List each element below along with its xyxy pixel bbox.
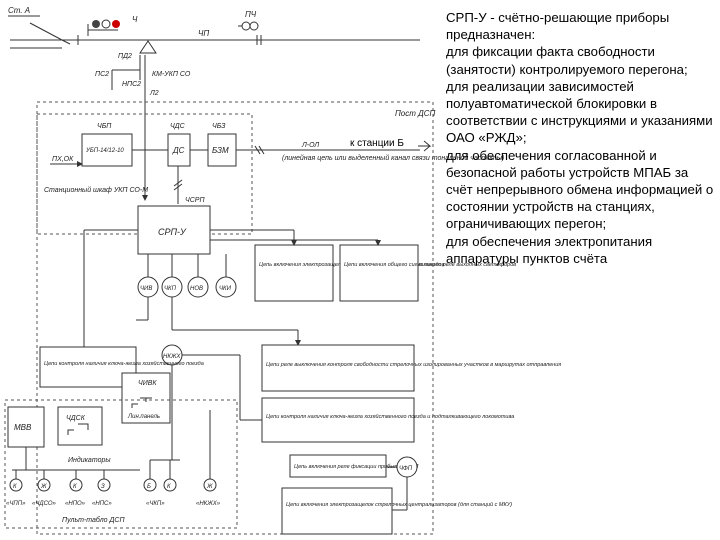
key-presence-box: [261, 397, 415, 443]
lamp-letter: К: [13, 484, 17, 490]
exclusion-circuit-label: Цепи реле выключения контроля свободност…: [266, 362, 561, 368]
chdsk-box: [57, 406, 103, 446]
ps2-label: ПС2: [95, 71, 109, 78]
lamp-letter: К: [167, 484, 171, 490]
mvv-label: МВВ: [14, 423, 32, 432]
signal-pch-label: ПЧ: [245, 10, 257, 19]
l-ol-label: Л-ОЛ: [301, 142, 319, 149]
ec-circuit-label: Цепи включения электрозащелок стрелочных…: [286, 501, 512, 508]
line-channel-label: (линейная цепь или выделенный канал связ…: [282, 154, 504, 162]
control-circuit-box: [39, 346, 137, 388]
mvv-box: [7, 406, 45, 448]
key-presence-label: Цепи контроля наличия ключа-жезла хозяйс…: [266, 413, 514, 420]
panel-label: Пульт-табло ДСП: [62, 516, 125, 524]
chbz-label: ЧБЗ: [212, 123, 226, 130]
lamp-caption: «ЧКП»: [146, 501, 165, 507]
exclusion-circuit-box: [261, 344, 415, 392]
fix-circuit-label: Цепь включения реле фиксации прибытия ЧФ…: [294, 464, 418, 470]
description-line: для фиксации факта свободности (занятост…: [446, 44, 688, 77]
srpu-label: СРП-У: [158, 227, 187, 237]
lamp-caption: «ЧПП»: [6, 501, 26, 507]
relay-label: ЧИВ: [140, 286, 152, 292]
lamp-caption: «ЧДСО»: [32, 501, 57, 507]
relay-label: ЧКИ: [219, 286, 232, 292]
description-line: для обеспечения электропитания аппаратур…: [446, 233, 653, 266]
relay-label: ЧКП: [164, 286, 177, 292]
track-section: Ст. А Ч ПЧ ЧП ПД2 ПС2 НПС2 КМ-У: [8, 6, 420, 201]
key-circuit-box: [254, 244, 334, 302]
relay-label: НОВ: [190, 286, 203, 292]
post-dsp-label: Пост ДСП: [395, 109, 436, 118]
lin-panel-label: Лин.панель: [127, 414, 160, 420]
description-line: для обеспечения согласованной и безопасн…: [446, 147, 714, 232]
relay-group: ЧИВ ЧКП НОВ ЧКИ: [137, 254, 237, 298]
nkzhh-label: НКЖХ: [163, 354, 181, 360]
lamp-letter: Ж: [206, 484, 213, 490]
description-line: СРП-У - счётно-решающие приборы предназн…: [446, 10, 670, 43]
px-ok-label: ПХ,ОК: [52, 156, 74, 163]
bzm-label: БЗМ: [212, 146, 229, 155]
bzm-box: [207, 133, 237, 167]
lamp-caption: «НПС»: [92, 501, 112, 507]
ubp-label: УБП-14/12-10: [85, 148, 124, 154]
chbp-label: ЧБП: [97, 123, 112, 130]
description-panel: СРП-У - счётно-решающие приборы предназн…: [446, 9, 716, 267]
signal-ch-icon: [87, 19, 120, 36]
chfp-label: ЧФП: [399, 466, 413, 472]
post-dsp-frame: [36, 101, 434, 535]
track-chp-label: ЧП: [198, 29, 209, 38]
ds-label: ДС: [172, 146, 185, 155]
arrow-right-icon: [418, 140, 432, 152]
relay-chki: [215, 276, 237, 298]
ec-circuit-box: [281, 487, 393, 535]
chivk-label: ЧИВК: [138, 380, 157, 387]
nps2-label: НПС2: [122, 81, 141, 88]
relay-nov: [187, 276, 209, 298]
lamp-letter: З: [101, 484, 105, 490]
signal-ch-label: Ч: [132, 15, 138, 24]
l2-label: Л2: [149, 90, 159, 97]
to-station-b-label: к станции Б: [350, 138, 404, 149]
pd2-label: ПД2: [118, 53, 132, 60]
lamp-letter: Ж: [40, 484, 47, 490]
chds-label: ЧДС: [170, 123, 186, 130]
indicator-lamps: К Ж К З Б К Ж: [9, 410, 217, 492]
fix-circuit-box: [289, 454, 387, 478]
signal-pch-icon: [238, 21, 259, 31]
description-line: для реализации зависимостей полуавтомати…: [446, 78, 713, 146]
lamp-letter: К: [73, 484, 77, 490]
station-a-label: Ст. А: [8, 6, 30, 15]
chdsk-label: ЧДСК: [66, 415, 86, 422]
axle-sensor-icon: [139, 40, 157, 54]
control-circuit-label: Цепи контроля наличия ключа-жезла хозяйс…: [44, 360, 204, 367]
chsrp-label: ЧСРП: [185, 197, 205, 204]
indicators-label: Индикаторы: [68, 456, 111, 464]
lamp-caption: «НКЖХ»: [196, 501, 221, 507]
lamp-caption: «НПО»: [65, 501, 86, 507]
signal-circuit-label: Цепи включения общего сигнального реле в…: [344, 262, 516, 268]
cabinet-label: Станционный шкаф УКП СО-М: [44, 186, 148, 194]
km-ukp-label: КМ-УКП СО: [152, 71, 191, 78]
signal-circuit-box: [339, 244, 419, 302]
lamp-letter: Б: [147, 484, 151, 490]
panel-frame: [4, 399, 238, 529]
